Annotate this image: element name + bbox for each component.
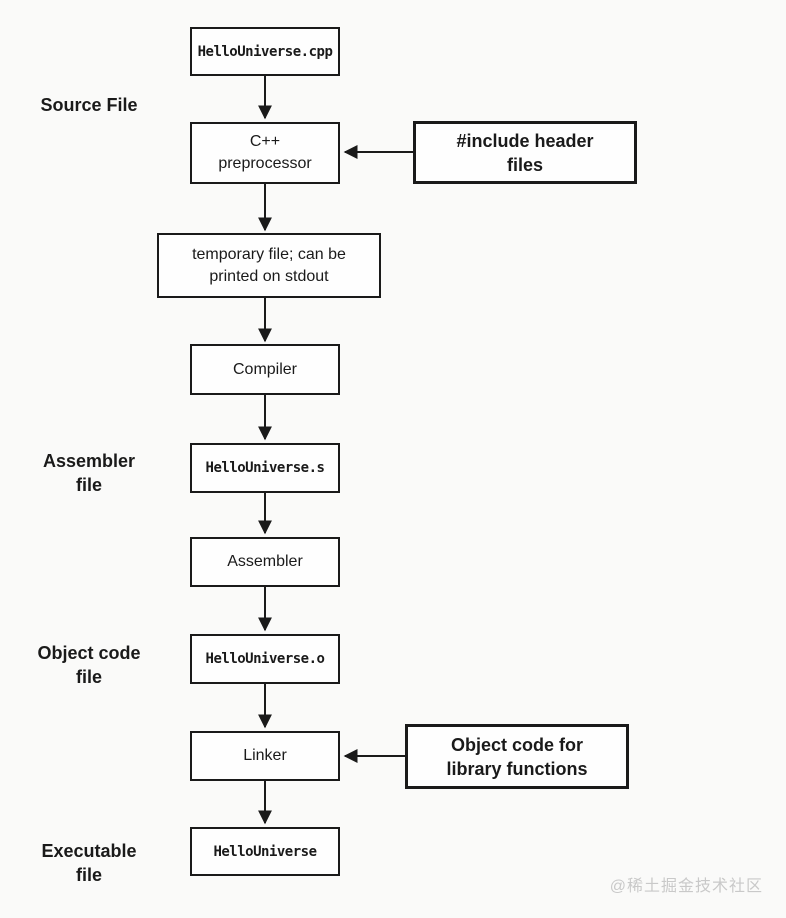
watermark: @稀土掘金技术社区: [609, 878, 763, 895]
node-label: Compiler: [232, 360, 297, 378]
node-assembler: Assembler: [190, 537, 340, 587]
stage-label-line: file: [75, 865, 102, 885]
node-obj-lib: Object code for library functions: [405, 724, 629, 789]
stage-label-executable-file: Executable file: [0, 839, 178, 887]
node-label: temporary file; can be: [192, 245, 346, 263]
node-source-file: HelloUniverse.cpp: [190, 27, 340, 76]
node-label: HelloUniverse: [213, 843, 317, 860]
node-label: HelloUniverse.o: [205, 651, 325, 667]
node-label: HelloUniverse.s: [205, 460, 325, 476]
node-label: files: [506, 154, 544, 175]
node-label: Assembler: [227, 553, 303, 570]
node-label: library functions: [446, 758, 588, 779]
node-linker: Linker: [190, 731, 340, 781]
stage-label-assembler-file: Assembler file: [0, 449, 178, 497]
stage-label-object-code-file: Object code file: [0, 641, 178, 689]
stage-label-line: Source File: [40, 95, 138, 115]
node-include-headers: #include header files: [413, 121, 637, 184]
node-temp-file: temporary file; can be printed on stdout: [157, 233, 381, 298]
node-label: #include header: [456, 130, 594, 151]
node-label: Linker: [243, 747, 287, 764]
node-label: printed on stdout: [209, 267, 329, 285]
stage-label-line: Object code: [37, 643, 141, 663]
node-label: Object code for: [450, 734, 584, 755]
node-preprocessor: C++ preprocessor: [190, 122, 340, 184]
stage-label-source-file: Source File: [0, 93, 178, 117]
node-exe-file: HelloUniverse: [190, 827, 340, 876]
stage-label-line: file: [75, 475, 102, 495]
stage-label-line: Executable: [41, 841, 137, 861]
node-asm-file: HelloUniverse.s: [190, 443, 340, 493]
node-obj-file: HelloUniverse.o: [190, 634, 340, 684]
stage-label-line: file: [75, 667, 102, 687]
node-label: HelloUniverse.cpp: [197, 43, 333, 60]
stage-label-line: Assembler: [42, 451, 136, 471]
node-label: C++: [249, 133, 281, 150]
node-compiler: Compiler: [190, 344, 340, 395]
node-label: preprocessor: [218, 155, 312, 172]
